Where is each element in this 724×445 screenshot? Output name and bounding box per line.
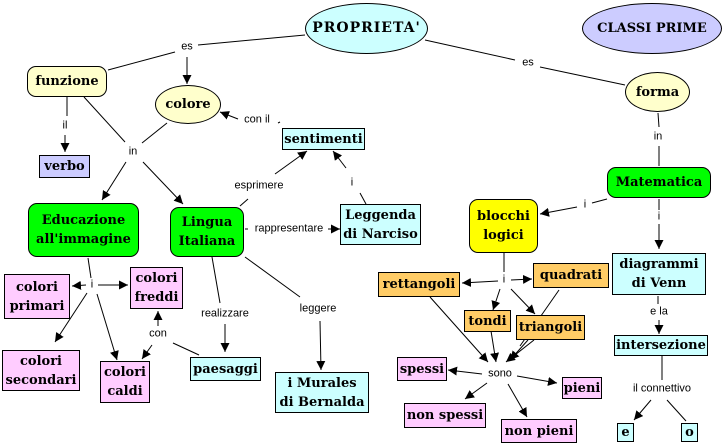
node-intersezione[interactable]: intersezione <box>614 335 708 356</box>
edge-proprieta-es-left <box>197 34 306 46</box>
link-realizzare: realizzare <box>200 307 250 321</box>
link-sono: sono <box>487 367 513 381</box>
node-paesaggi[interactable]: paesaggi <box>190 357 261 381</box>
node-spessi[interactable]: spessi <box>397 357 447 381</box>
edge-i-caldi <box>96 293 119 361</box>
edge-es-forma <box>539 66 626 86</box>
edge-i-quadrati <box>510 274 533 284</box>
edge-paesaggi-con <box>172 342 200 356</box>
node-colori-secondari[interactable]: colori secondari <box>2 350 80 391</box>
edge-sono-pieni <box>516 375 558 386</box>
edge-triangoli-sono <box>505 339 535 363</box>
link-con-il: con il <box>243 113 271 127</box>
edge-esprimere-sentimenti <box>274 150 308 175</box>
edge-proprieta-es-right <box>424 39 516 61</box>
node-colori-caldi[interactable]: colori caldi <box>100 361 150 403</box>
edge-in-educazione <box>101 161 127 201</box>
edge-lingua-leggere <box>244 256 301 298</box>
link-leggere: leggere <box>298 302 338 316</box>
edge-leggenda-i <box>359 192 367 205</box>
node-leggenda[interactable]: Leggenda di Narciso <box>340 204 421 245</box>
node-e[interactable]: e <box>617 423 634 442</box>
node-classi-prime[interactable]: CLASSI PRIME <box>582 3 722 54</box>
edge-lingua-esprimere <box>239 198 249 207</box>
edge-triangoli-sono-2 <box>509 339 529 361</box>
node-lingua[interactable]: Lingua Italiana <box>170 207 244 257</box>
link-i-leggenda: i <box>349 176 355 190</box>
edge-i-tondi <box>491 288 501 311</box>
node-diagrammi[interactable]: diagrammi di Venn <box>612 253 706 295</box>
edge-i-triangoli <box>510 288 536 315</box>
node-colori-freddi[interactable]: colori freddi <box>130 267 183 309</box>
edge-i-primari <box>71 280 87 290</box>
link-es-left: es <box>180 40 194 54</box>
edge-forma-in <box>657 112 660 128</box>
link-es-right: es <box>521 56 535 70</box>
node-non-spessi[interactable]: non spessi <box>404 403 486 428</box>
node-funzione[interactable]: funzione <box>27 66 107 97</box>
link-i-mat-left: i <box>582 198 588 212</box>
link-i-edu: i <box>89 278 95 292</box>
link-con: con <box>148 327 168 341</box>
edge-sentimenti-conil <box>277 121 281 124</box>
edge-es-funzione <box>107 51 176 71</box>
edge-connettivo-e <box>633 399 652 421</box>
edge-lingua-realizzare <box>211 256 221 304</box>
link-i-mat-down: i <box>656 210 662 224</box>
edge-conil-colore <box>219 111 239 120</box>
edge-sono-non-pieni <box>507 383 528 418</box>
node-blocchi[interactable]: blocchi logici <box>469 199 538 253</box>
edge-colore-in <box>141 122 168 144</box>
edge-tondi-sono <box>490 330 500 363</box>
link-il: il <box>61 119 69 133</box>
edge-i-blocchi <box>539 206 578 217</box>
node-pieni[interactable]: pieni <box>562 377 602 399</box>
node-verbo[interactable]: verbo <box>39 155 90 178</box>
link-il-connettivo: il connettivo <box>631 382 693 396</box>
node-educazione[interactable]: Educazione all'immagine <box>28 203 139 257</box>
link-in-right: in <box>652 130 664 144</box>
edge-rettangoli-sono <box>429 296 489 363</box>
node-colore[interactable]: colore <box>155 85 221 124</box>
node-proprieta[interactable]: PROPRIETA' <box>305 3 428 54</box>
node-tondi[interactable]: tondi <box>464 310 511 332</box>
edge-i-sentimenti <box>332 150 347 169</box>
edge-con-caldi <box>141 344 153 360</box>
edge-connettivo-o <box>666 399 687 422</box>
node-o[interactable]: o <box>681 423 698 442</box>
node-sentimenti[interactable]: sentimenti <box>282 128 365 150</box>
link-i-blocchi: i <box>501 273 507 287</box>
edge-in-lingua <box>142 161 184 205</box>
node-colori-primari[interactable]: colori primari <box>4 274 70 319</box>
edge-sono-spessi <box>447 366 483 376</box>
edge-i-rettangoli <box>461 278 499 287</box>
edge-educazione-i <box>87 257 92 279</box>
node-triangoli[interactable]: triangoli <box>516 315 585 340</box>
node-rettangoli[interactable]: rettangoli <box>378 272 460 297</box>
edge-sono-non-spessi <box>464 382 488 400</box>
link-e-la: e la <box>649 305 669 319</box>
link-rappresentare: rappresentare <box>253 222 325 236</box>
edge-matematica-i <box>591 198 608 204</box>
node-quadrati[interactable]: quadrati <box>533 263 609 288</box>
node-non-pieni[interactable]: non pieni <box>501 419 577 443</box>
node-forma[interactable]: forma <box>625 72 690 112</box>
link-esprimere: esprimere <box>233 179 285 193</box>
node-matematica[interactable]: Matematica <box>607 167 711 198</box>
node-murales[interactable]: i Murales di Bernalda <box>275 372 369 413</box>
edge-leggere-murales <box>316 320 326 371</box>
edge-i-secondari <box>54 292 88 343</box>
link-in-left: in <box>127 145 139 159</box>
edge-funzione-in <box>83 96 126 143</box>
